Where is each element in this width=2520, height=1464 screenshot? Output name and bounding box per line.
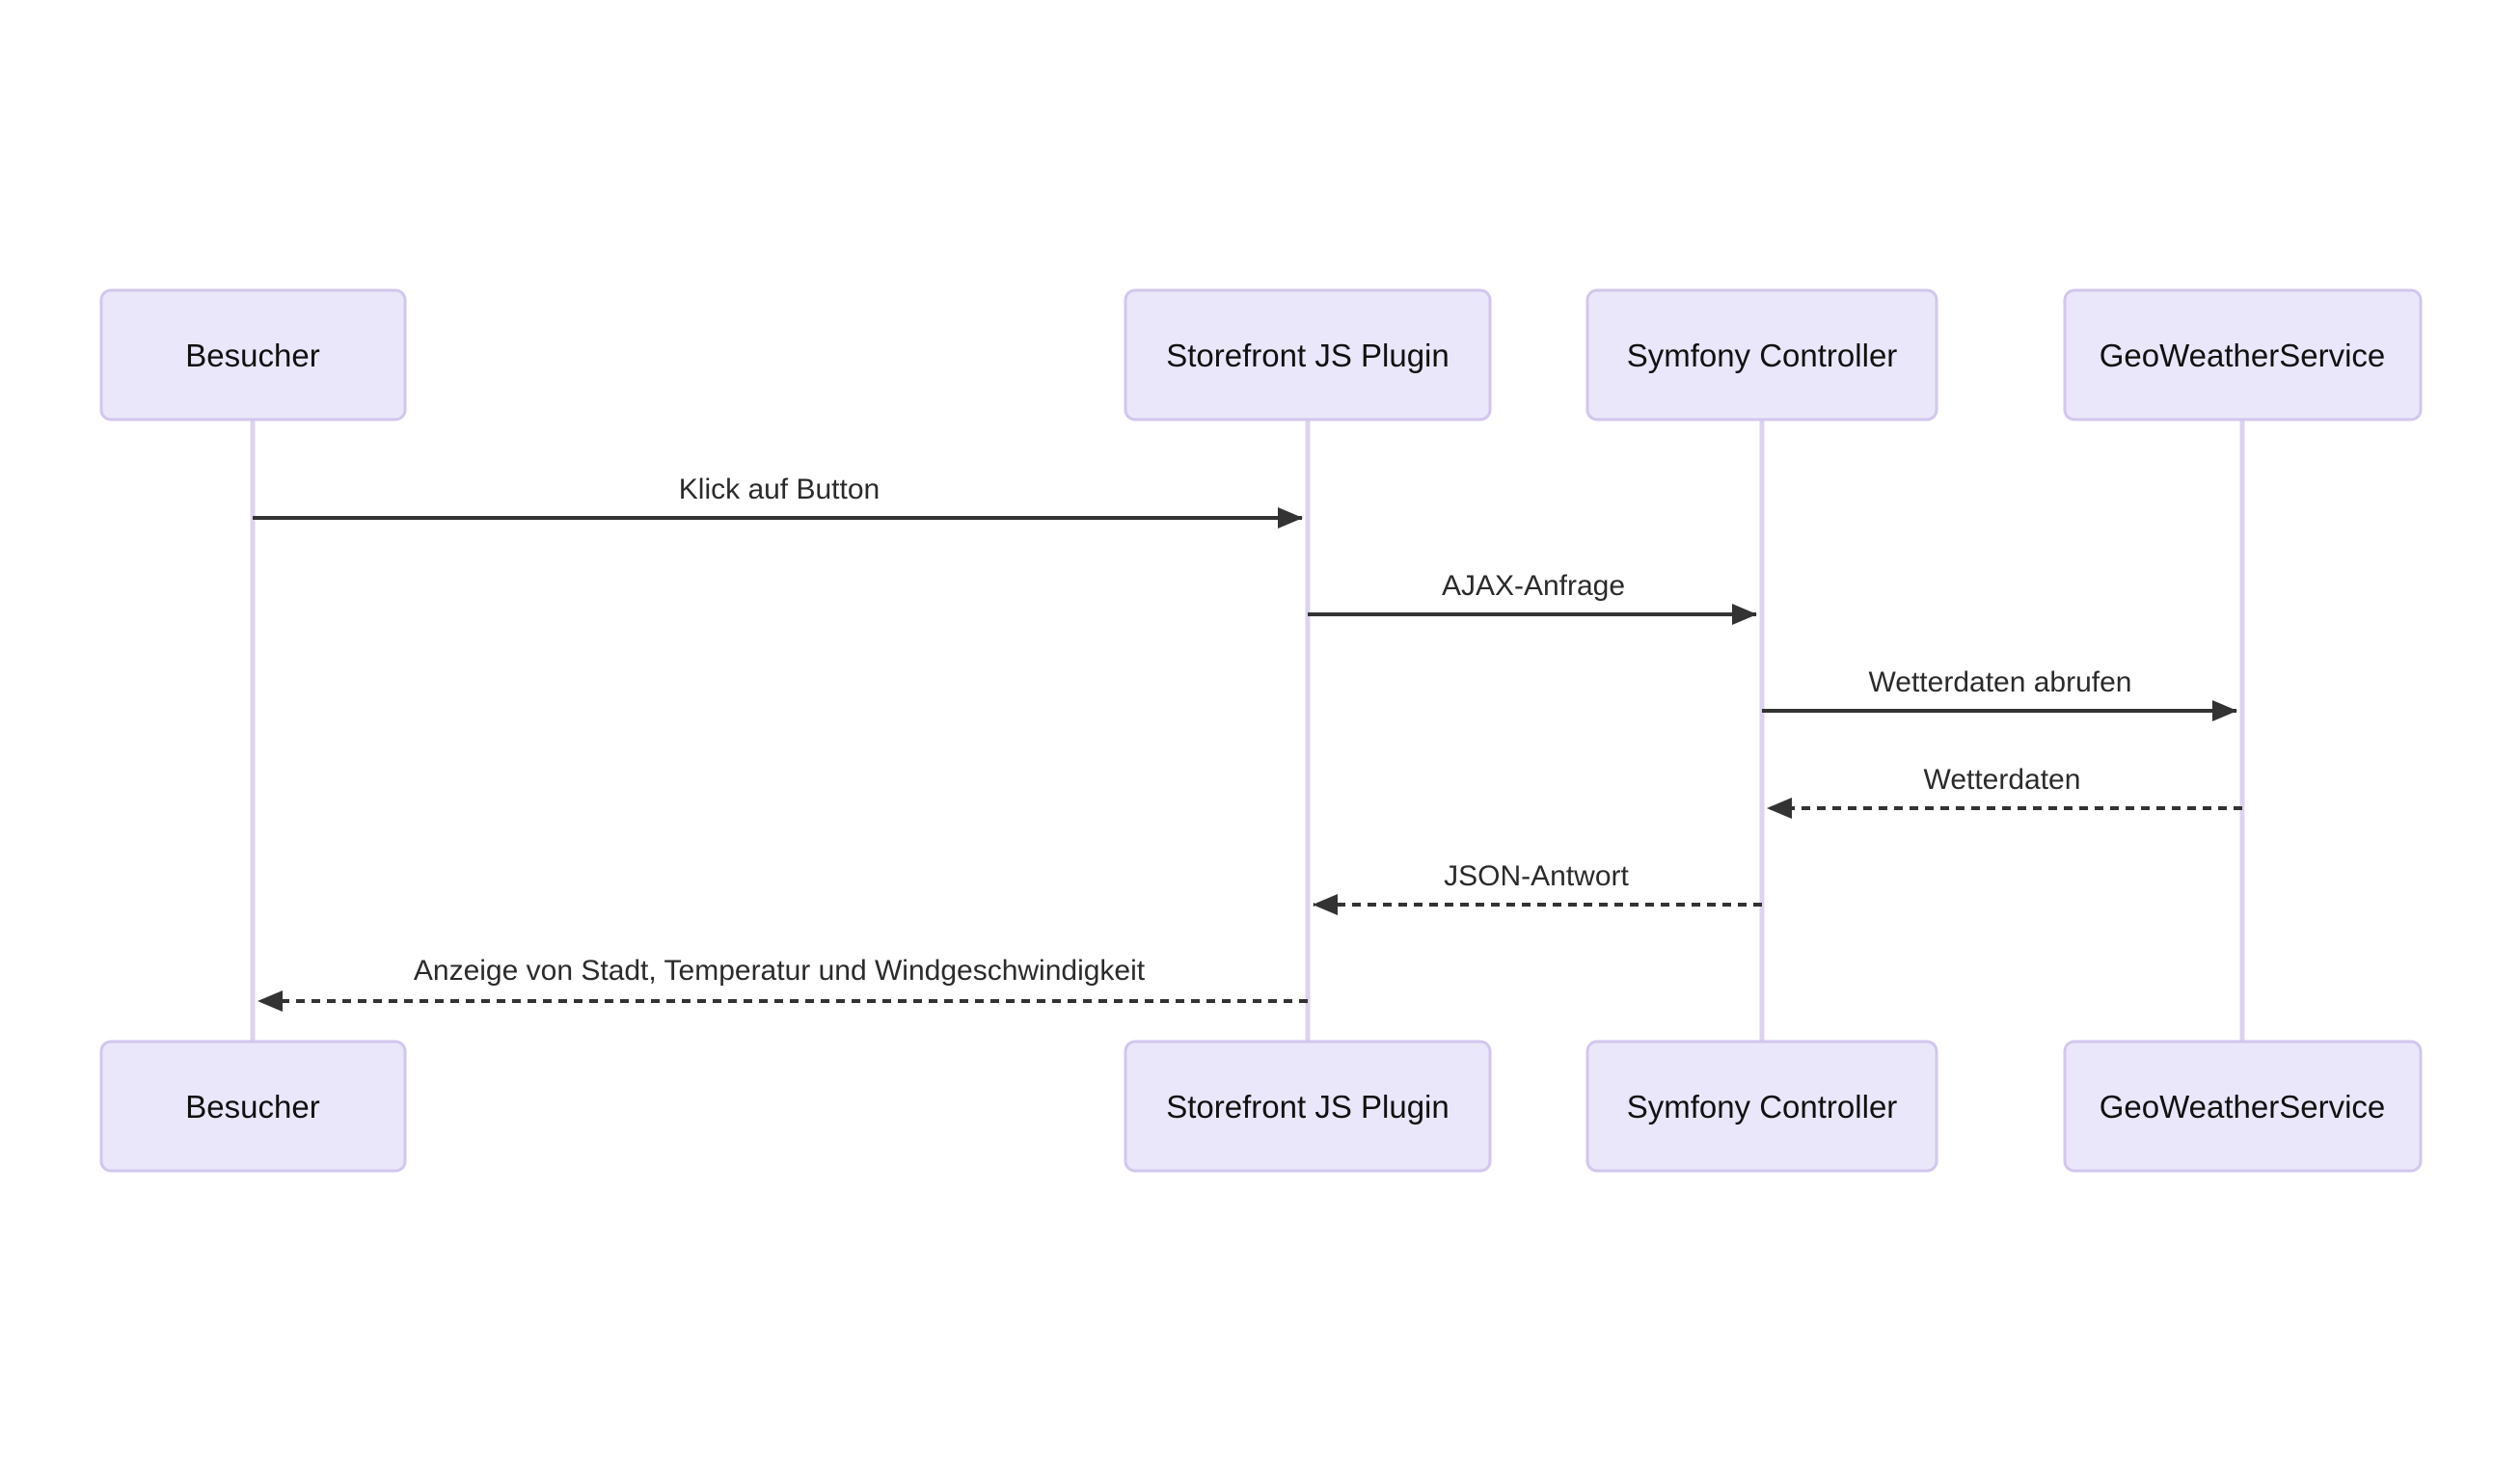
actor-box <box>99 288 407 421</box>
actor-row-top: Besucher Storefront JS Plugin Symfony Co… <box>99 288 2423 421</box>
message-ajax-anfrage: AJAX-Anfrage <box>1308 570 1757 625</box>
actor-bottom-storefront-js-plugin: Storefront JS Plugin <box>1124 1040 1492 1173</box>
message-label: AJAX-Anfrage <box>1442 570 1625 602</box>
actor-label: Symfony Controller <box>1627 1089 1898 1125</box>
message-label: JSON-Antwort <box>1444 860 1629 892</box>
actor-box <box>1124 288 1492 421</box>
actor-bottom-geoweatherservice: GeoWeatherService <box>2063 1040 2423 1173</box>
message-label: Wetterdaten <box>1924 764 2081 796</box>
actor-top-symfony-controller: Symfony Controller <box>1585 288 1938 421</box>
message-wetterdaten: Wetterdaten <box>1767 764 2242 819</box>
actor-box <box>99 1040 407 1173</box>
actor-box <box>1585 1040 1938 1173</box>
message-label: Wetterdaten abrufen <box>1869 666 2132 698</box>
message-wetterdaten-abrufen: Wetterdaten abrufen <box>1762 666 2237 721</box>
message-label: Klick auf Button <box>679 474 880 505</box>
actor-bottom-symfony-controller: Symfony Controller <box>1585 1040 1938 1173</box>
actor-label: GeoWeatherService <box>2100 338 2386 373</box>
message-label: Anzeige von Stadt, Temperatur und Windge… <box>414 955 1146 987</box>
actor-bottom-besucher: Besucher <box>99 1040 407 1173</box>
actor-top-geoweatherservice: GeoWeatherService <box>2063 288 2423 421</box>
actor-label: Besucher <box>185 338 319 373</box>
message-anzeige-von-stadt: Anzeige von Stadt, Temperatur und Windge… <box>257 955 1308 1012</box>
actor-top-besucher: Besucher <box>99 288 407 421</box>
actor-box <box>1585 288 1938 421</box>
actor-label: Besucher <box>185 1089 319 1125</box>
actor-label: Storefront JS Plugin <box>1166 1089 1450 1125</box>
messages: Klick auf Button AJAX-Anfrage Wetterdate… <box>253 474 2242 1012</box>
message-klick-auf-button: Klick auf Button <box>253 474 1303 529</box>
lifelines <box>250 420 2245 1042</box>
actor-label: Symfony Controller <box>1627 338 1898 373</box>
message-json-antwort: JSON-Antwort <box>1313 860 1762 915</box>
actor-top-storefront-js-plugin: Storefront JS Plugin <box>1124 288 1492 421</box>
actor-label: GeoWeatherService <box>2100 1089 2386 1125</box>
actor-label: Storefront JS Plugin <box>1166 338 1450 373</box>
actor-box <box>1124 1040 1492 1173</box>
actor-box <box>2063 1040 2423 1173</box>
actor-box <box>2063 288 2423 421</box>
actor-row-bottom: Besucher Storefront JS Plugin Symfony Co… <box>99 1040 2423 1173</box>
